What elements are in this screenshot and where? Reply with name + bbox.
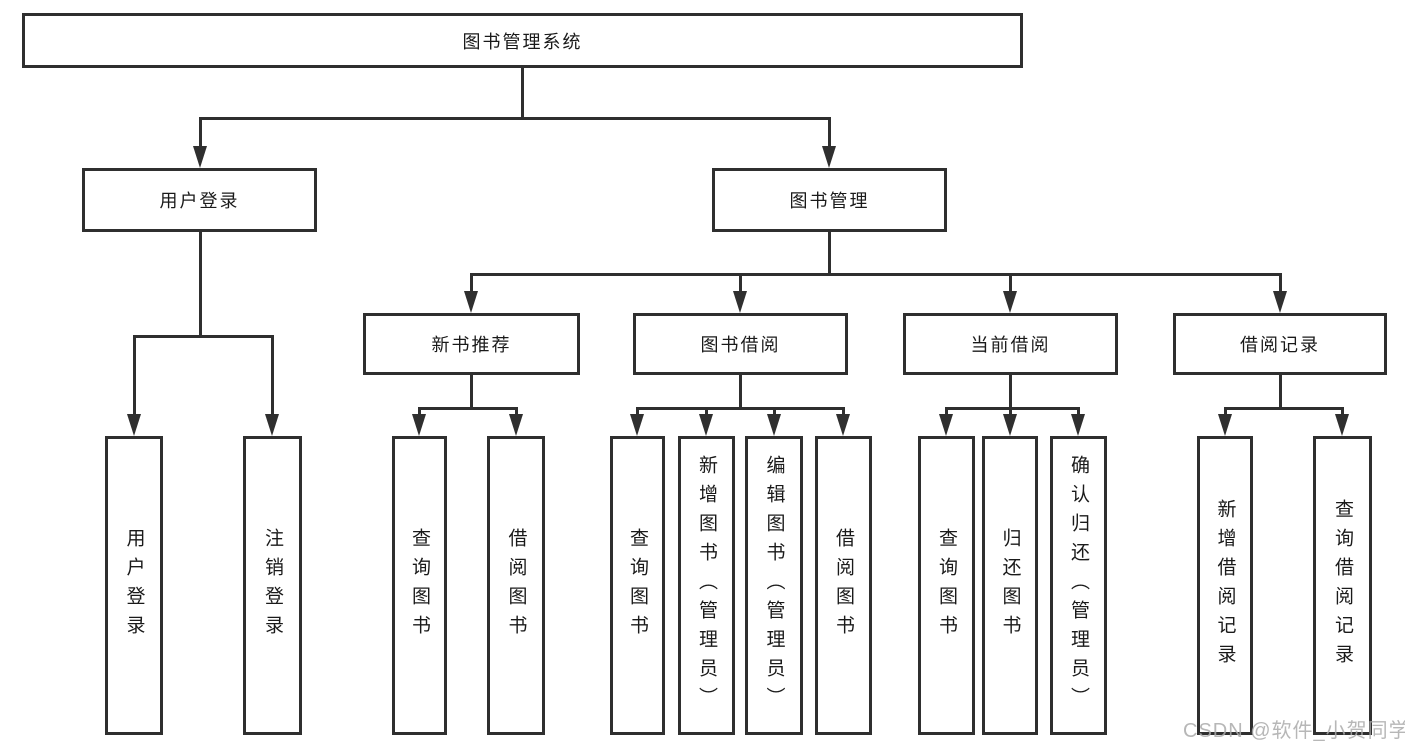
leaf-user-login: 用户登录	[105, 436, 163, 735]
leaf-current-return-label: 归还图书	[999, 527, 1021, 644]
node-new-books: 新书推荐	[363, 313, 580, 375]
connector-root-stem	[521, 68, 524, 117]
connector-new-books-stem	[470, 375, 473, 407]
connector-to-book-borrow	[739, 273, 742, 303]
leaf-current-query-label: 查询图书	[936, 527, 957, 644]
node-root-label: 图书管理系统	[462, 31, 583, 52]
leaf-records-add: 新增借阅记录	[1197, 436, 1253, 735]
connector-new-books-branch	[418, 407, 517, 410]
connector-to-current-borrow	[1009, 273, 1012, 303]
arrow-down-icon	[630, 414, 644, 436]
arrow-down-icon	[1071, 414, 1085, 436]
leaf-borrow-add-admin: 新增图书（管理员）	[678, 436, 735, 735]
node-current-borrow: 当前借阅	[903, 313, 1118, 375]
leaf-borrow-edit-admin: 编辑图书（管理员）	[745, 436, 803, 735]
arrow-down-icon	[265, 414, 279, 436]
leaf-records-add-label: 新增借阅记录	[1214, 498, 1236, 673]
arrow-down-icon	[939, 414, 953, 436]
arrow-down-icon	[767, 414, 781, 436]
arrow-down-icon	[1273, 291, 1287, 313]
leaf-logout: 注销登录	[243, 436, 302, 735]
leaf-new-books-query: 查询图书	[392, 436, 447, 735]
connector-to-user-login	[199, 117, 202, 157]
connector-book-mgmt-stem	[828, 232, 831, 273]
node-user-login-label: 用户登录	[159, 191, 240, 211]
connector-book-borrow-branch	[636, 407, 844, 410]
connector-to-borrow-records	[1279, 273, 1282, 303]
node-current-borrow-label: 当前借阅	[970, 335, 1051, 355]
csdn-watermark: CSDN @软件_小贺同学	[1183, 720, 1405, 742]
connector-borrow-records-branch	[1224, 407, 1343, 410]
node-new-books-label: 新书推荐	[431, 335, 512, 355]
leaf-new-books-query-label: 查询图书	[409, 527, 430, 644]
connector-to-book-mgmt	[828, 117, 831, 157]
connector-to-leaf-logout	[271, 335, 274, 425]
leaf-records-query: 查询借阅记录	[1313, 436, 1372, 735]
connector-book-borrow-stem	[739, 375, 742, 407]
arrow-down-icon	[1003, 414, 1017, 436]
connector-root-branch	[199, 117, 831, 120]
node-borrow-records-label: 借阅记录	[1240, 335, 1320, 355]
connector-current-borrow-branch	[945, 407, 1079, 410]
arrow-down-icon	[193, 146, 207, 168]
arrow-down-icon	[1218, 414, 1232, 436]
arrow-down-icon	[464, 291, 478, 313]
leaf-borrow-query-label: 查询图书	[627, 527, 648, 644]
node-book-management: 图书管理	[712, 168, 947, 232]
leaf-borrow-book-label: 借阅图书	[833, 527, 854, 644]
connector-current-borrow-stem	[1009, 375, 1012, 407]
connector-borrow-records-stem	[1279, 375, 1282, 407]
arrow-down-icon	[1003, 291, 1017, 313]
node-borrow-records: 借阅记录	[1173, 313, 1387, 375]
node-user-login: 用户登录	[82, 168, 317, 232]
leaf-records-query-label: 查询借阅记录	[1332, 498, 1353, 673]
node-book-borrow: 图书借阅	[633, 313, 848, 375]
leaf-user-login-label: 用户登录	[123, 527, 145, 644]
leaf-borrow-edit-admin-label: 编辑图书（管理员）	[763, 455, 785, 716]
connector-book-mgmt-branch	[470, 273, 1281, 276]
leaf-current-confirm-admin: 确认归还（管理员）	[1050, 436, 1107, 735]
connector-user-login-stem	[199, 232, 202, 335]
connector-user-login-branch	[133, 335, 273, 338]
arrow-down-icon	[733, 291, 747, 313]
leaf-current-query: 查询图书	[918, 436, 975, 735]
leaf-current-confirm-admin-label: 确认归还（管理员）	[1068, 455, 1089, 716]
arrow-down-icon	[509, 414, 523, 436]
leaf-logout-label: 注销登录	[262, 527, 283, 644]
arrow-down-icon	[836, 414, 850, 436]
arrow-down-icon	[127, 414, 141, 436]
node-book-management-label: 图书管理	[789, 191, 870, 211]
leaf-borrow-query: 查询图书	[610, 436, 665, 735]
leaf-new-books-borrow-label: 借阅图书	[505, 527, 527, 644]
leaf-borrow-book: 借阅图书	[815, 436, 872, 735]
connector-to-leaf-login	[133, 335, 136, 425]
leaf-current-return: 归还图书	[982, 436, 1038, 735]
connector-to-new-books	[470, 273, 473, 303]
arrow-down-icon	[699, 414, 713, 436]
arrow-down-icon	[822, 146, 836, 168]
arrow-down-icon	[412, 414, 426, 436]
node-book-borrow-label: 图书借阅	[700, 335, 781, 355]
leaf-borrow-add-admin-label: 新增图书（管理员）	[696, 455, 717, 716]
leaf-new-books-borrow: 借阅图书	[487, 436, 545, 735]
arrow-down-icon	[1335, 414, 1349, 436]
node-root: 图书管理系统	[22, 13, 1023, 68]
